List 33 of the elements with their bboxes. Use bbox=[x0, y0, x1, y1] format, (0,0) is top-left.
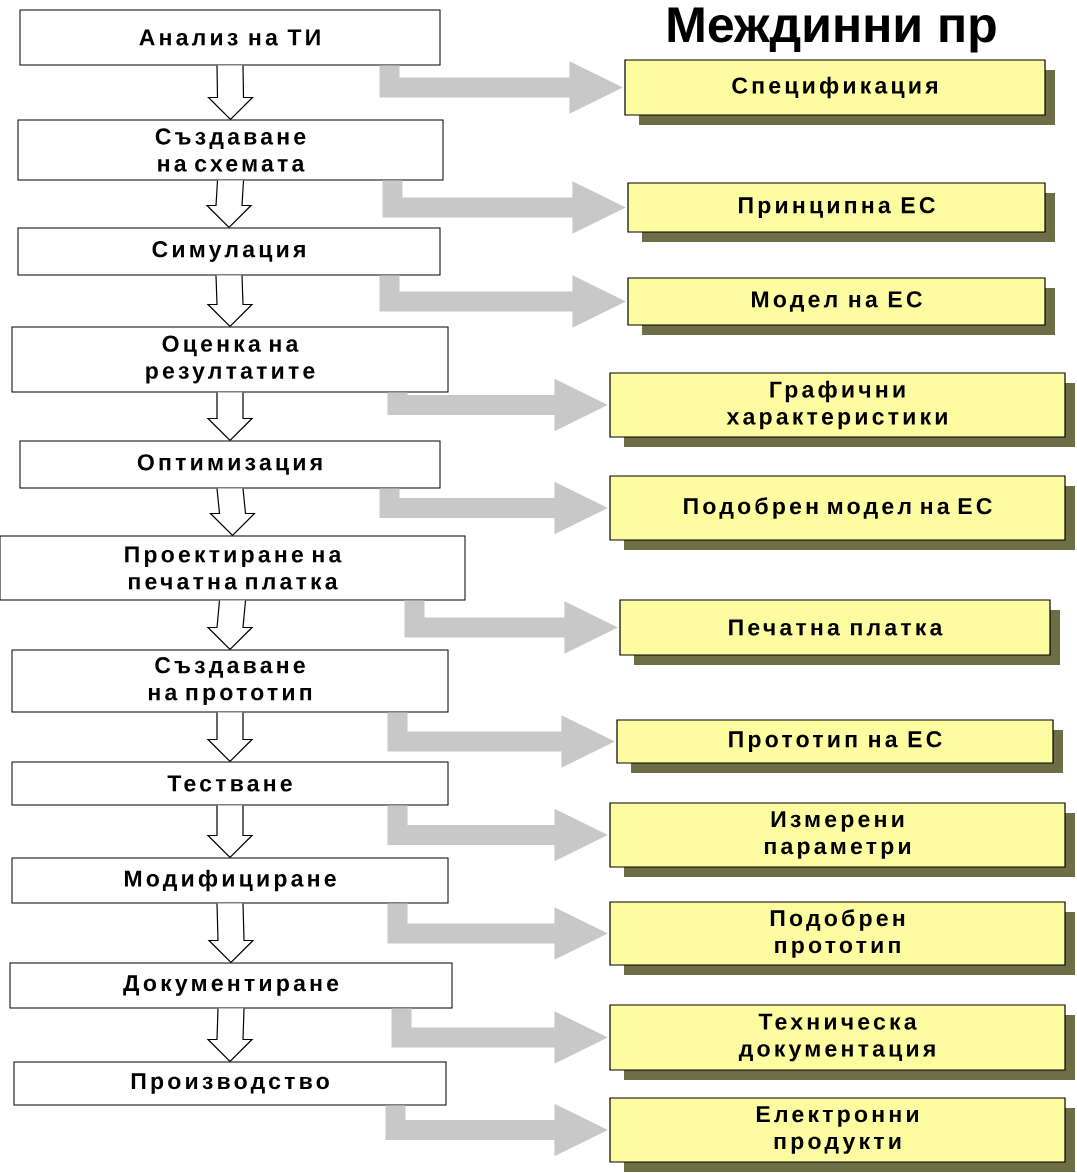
output-box: Електронни продукти bbox=[609, 1097, 1075, 1172]
output-box: Графични характеристики bbox=[609, 372, 1075, 447]
output-box: Измерени параметри bbox=[609, 802, 1075, 877]
process-box: Модифициране bbox=[11, 857, 449, 904]
output-box: Спецификация bbox=[624, 59, 1055, 125]
block-arrow bbox=[205, 179, 253, 229]
block-arrow bbox=[206, 599, 254, 651]
process-box: Симулация bbox=[17, 227, 441, 276]
block-arrow bbox=[206, 1007, 254, 1063]
process-box: Оптимизация bbox=[19, 440, 441, 489]
output-box: Прототип на ЕС bbox=[616, 719, 1063, 773]
block-arrow bbox=[209, 487, 256, 537]
process-box: Създаване на схемата bbox=[17, 119, 444, 181]
title: Междинни пр bbox=[668, 7, 996, 53]
process-box: Анализ на ТИ bbox=[19, 9, 441, 66]
output-box: Модел на ЕС bbox=[627, 277, 1055, 335]
process-box: Производство bbox=[13, 1061, 447, 1106]
block-arrow bbox=[206, 391, 254, 442]
output-box: Принципна ЕС bbox=[627, 182, 1055, 242]
output-box: Техническа документация bbox=[609, 1004, 1075, 1080]
output-box: Подобрен модел на ЕС bbox=[609, 475, 1075, 550]
output-box: Печатна платка bbox=[619, 599, 1060, 665]
block-arrow bbox=[207, 64, 254, 121]
block-arrow bbox=[207, 902, 255, 964]
process-box: Тестване bbox=[11, 761, 449, 806]
process-box: Създаване на прототип bbox=[11, 649, 449, 713]
block-arrow bbox=[206, 804, 254, 859]
process-box: Оценка на резултатите bbox=[11, 326, 449, 393]
block-arrow bbox=[206, 274, 254, 328]
process-box: Документиране bbox=[9, 962, 453, 1009]
block-arrow bbox=[206, 711, 254, 763]
output-box: Подобрен прототип bbox=[609, 901, 1075, 975]
process-box: Проектиране на печатна платка bbox=[0, 535, 466, 601]
